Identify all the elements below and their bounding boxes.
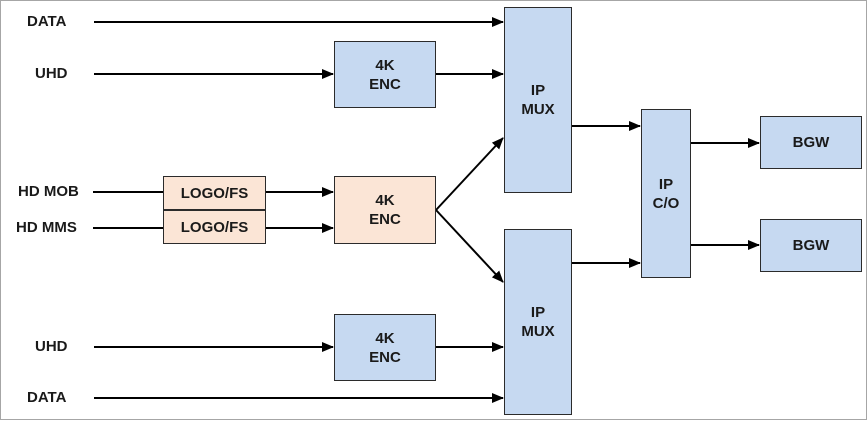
mux-bottom-line2: MUX (521, 323, 555, 340)
mux-top-line1: IP (530, 82, 546, 99)
enc-middle-line2: ENC (369, 211, 401, 228)
logo-fs-box-1: LOGO/FS (163, 176, 266, 210)
ip-co-box: IP C/O (641, 109, 691, 278)
bgw-top-label: BGW (792, 134, 830, 151)
bgw-bottom-label: BGW (792, 237, 830, 254)
arrow-enc-middle-to-mux-bottom (435, 209, 504, 283)
input-label-uhd-bottom: UHD (35, 338, 68, 355)
enc-top-line1: 4K (375, 56, 395, 74)
logo-fs-box-2: LOGO/FS (163, 210, 266, 244)
arrow-enc-middle-to-mux-top (435, 137, 504, 211)
ipco-line1: IP (658, 175, 674, 193)
ip-mux-box-top: IP MUX (504, 7, 572, 193)
input-label-data-bottom: DATA (27, 389, 67, 406)
enc-bottom-line1: 4K (375, 329, 395, 347)
bgw-box-bottom: BGW (760, 219, 862, 272)
mux-bottom-line1: IP (530, 304, 546, 321)
input-label-uhd-top: UHD (35, 65, 68, 82)
ip-mux-box-bottom: IP MUX (504, 229, 572, 415)
ipco-line2: C/O (652, 194, 680, 212)
enc-bottom-line2: ENC (369, 348, 401, 366)
enc-box-middle: 4K ENC (334, 176, 436, 244)
enc-top-line2: ENC (369, 75, 401, 93)
enc-middle-line1: 4K (375, 192, 395, 209)
enc-box-bottom: 4K ENC (334, 314, 436, 381)
mux-top-line2: MUX (521, 101, 555, 118)
bgw-box-top: BGW (760, 116, 862, 169)
logo-fs-2-label: LOGO/FS (180, 218, 249, 236)
enc-box-top: 4K ENC (334, 41, 436, 108)
input-label-hd-mob: HD MOB (18, 183, 79, 200)
input-label-hd-mms: HD MMS (16, 219, 77, 236)
input-label-data-top: DATA (27, 13, 67, 30)
logo-fs-1-label: LOGO/FS (180, 184, 249, 202)
